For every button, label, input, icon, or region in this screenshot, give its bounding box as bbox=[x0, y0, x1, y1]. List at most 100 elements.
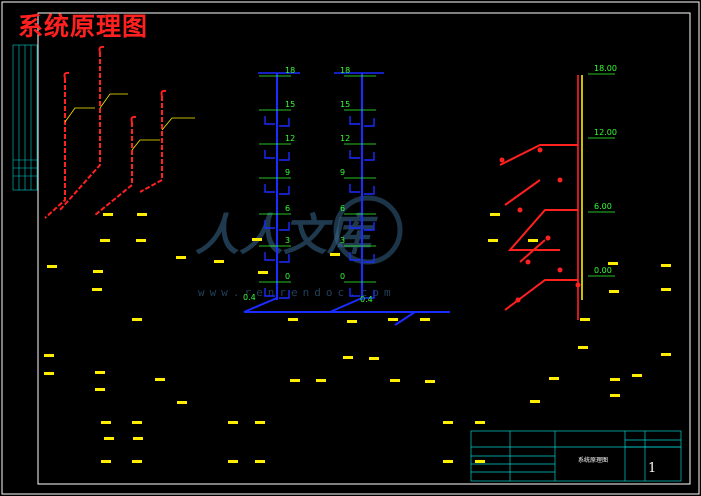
blue-level-label: 6 bbox=[340, 204, 345, 213]
equipment-tag bbox=[661, 353, 671, 356]
binding-strip bbox=[12, 44, 38, 191]
equipment-tag bbox=[100, 239, 110, 242]
equipment-tag bbox=[549, 377, 559, 380]
blue-level-label: 0 bbox=[285, 272, 290, 281]
sprinkler-head bbox=[557, 177, 563, 183]
equipment-tag bbox=[609, 290, 619, 293]
equipment-tag bbox=[316, 379, 326, 382]
sprinkler-branch bbox=[349, 116, 375, 127]
blue-level-label: 15 bbox=[340, 100, 350, 109]
inner-border bbox=[37, 12, 691, 485]
blue-level-label: 9 bbox=[285, 168, 290, 177]
equipment-tag bbox=[258, 271, 268, 274]
equipment-tag bbox=[176, 256, 186, 259]
sprinkler-branch bbox=[264, 150, 290, 161]
equipment-tag bbox=[661, 288, 671, 291]
equipment-tag bbox=[252, 238, 262, 241]
equipment-tag bbox=[101, 460, 111, 463]
equipment-tag bbox=[132, 421, 142, 424]
equipment-tag bbox=[475, 421, 485, 424]
sprinkler-branch bbox=[264, 252, 290, 263]
equipment-tag bbox=[343, 356, 353, 359]
equipment-tag bbox=[177, 401, 187, 404]
equipment-tag bbox=[44, 354, 54, 357]
red-branch bbox=[519, 239, 546, 263]
equipment-tag bbox=[132, 318, 142, 321]
blue-level-label: 12 bbox=[285, 134, 295, 143]
equipment-tag bbox=[347, 320, 357, 323]
equipment-tag bbox=[420, 318, 430, 321]
equipment-tag bbox=[488, 239, 498, 242]
equipment-tag bbox=[101, 421, 111, 424]
equipment-tag bbox=[369, 357, 379, 360]
blue-level-label: 12 bbox=[340, 134, 350, 143]
left-yellow-branches bbox=[64, 93, 195, 151]
sprinkler-head bbox=[575, 282, 581, 288]
equipment-tag bbox=[136, 239, 146, 242]
equipment-tag bbox=[443, 460, 453, 463]
equipment-tags bbox=[44, 213, 671, 463]
equipment-tag bbox=[228, 460, 238, 463]
blue-level-label: 9 bbox=[340, 168, 345, 177]
red-branch bbox=[507, 209, 578, 251]
equipment-tag bbox=[530, 400, 540, 403]
equipment-tag bbox=[255, 460, 265, 463]
equipment-tag bbox=[47, 265, 57, 268]
watermark: 人人文库 www.renrendoc.com bbox=[195, 195, 403, 299]
equipment-tag bbox=[661, 264, 671, 267]
equipment-tag bbox=[255, 421, 265, 424]
blue-level-label: 18 bbox=[285, 66, 295, 75]
sprinkler-head bbox=[557, 267, 563, 273]
blue-riser-system bbox=[243, 72, 450, 326]
blue-level-label: 3 bbox=[340, 236, 345, 245]
left-red-risers bbox=[44, 45, 167, 219]
sprinkler-branch bbox=[349, 150, 375, 161]
equipment-tag bbox=[443, 421, 453, 424]
equipment-tag bbox=[133, 437, 143, 440]
sprinkler-head bbox=[517, 207, 523, 213]
sprinkler-branch bbox=[264, 220, 290, 231]
equipment-tag bbox=[92, 288, 102, 291]
dim-label-left: 0.4 bbox=[243, 293, 256, 302]
equipment-tag bbox=[137, 213, 147, 216]
sprinkler-branch bbox=[349, 184, 375, 195]
red-branch bbox=[504, 179, 541, 206]
sprinkler-head bbox=[537, 147, 543, 153]
drawing-title: 系统原理图 bbox=[18, 12, 149, 41]
equipment-tag bbox=[610, 378, 620, 381]
equipment-tag bbox=[578, 346, 588, 349]
equipment-tag bbox=[390, 379, 400, 382]
equipment-tag bbox=[44, 372, 54, 375]
equipment-tag bbox=[388, 318, 398, 321]
sprinkler-branch bbox=[264, 288, 290, 299]
title-block-sheet-number: 1 bbox=[648, 461, 656, 476]
equipment-tag bbox=[610, 394, 620, 397]
sprinkler-branch bbox=[349, 220, 375, 231]
title-block bbox=[470, 430, 682, 482]
watermark-brand: 人人文库 bbox=[195, 210, 378, 261]
equipment-tag bbox=[132, 460, 142, 463]
red-branch bbox=[504, 279, 578, 311]
sprinkler-branch bbox=[349, 252, 375, 263]
equipment-tag bbox=[288, 318, 298, 321]
equipment-tag bbox=[95, 371, 105, 374]
equipment-tag bbox=[425, 380, 435, 383]
red-level-label: 6.00 bbox=[594, 202, 612, 211]
blue-level-label: 15 bbox=[285, 100, 295, 109]
equipment-tag bbox=[528, 239, 538, 242]
blue-level-label: 0 bbox=[340, 272, 345, 281]
equipment-tag bbox=[580, 318, 590, 321]
red-level-label: 12.00 bbox=[594, 128, 617, 137]
red-level-label: 18.00 bbox=[594, 64, 617, 73]
equipment-tag bbox=[475, 460, 485, 463]
equipment-tag bbox=[608, 262, 618, 265]
sprinkler-branch bbox=[349, 288, 375, 299]
equipment-tag bbox=[330, 253, 340, 256]
sprinkler-head bbox=[499, 157, 505, 163]
red-branch bbox=[499, 144, 578, 166]
blue-level-label: 3 bbox=[285, 236, 290, 245]
